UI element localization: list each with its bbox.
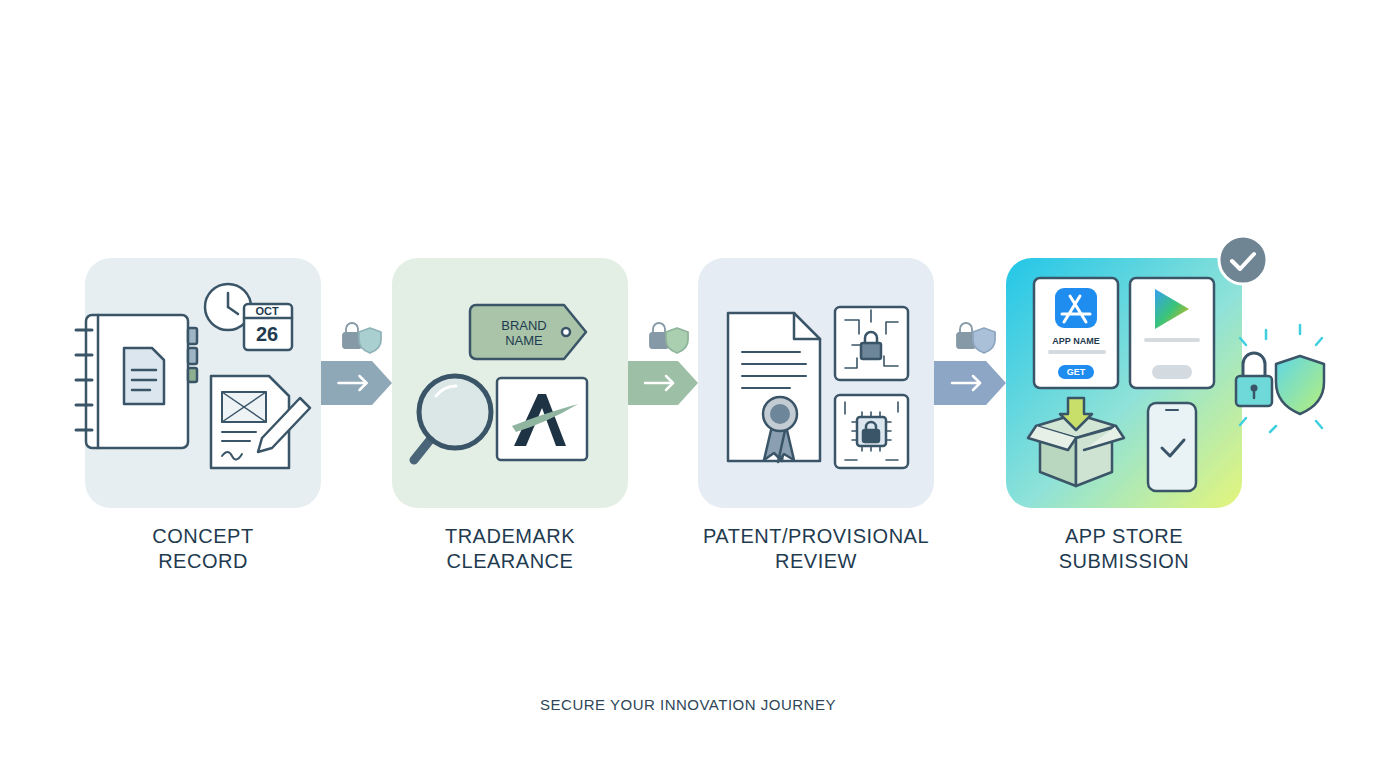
caption: SECURE YOUR INNOVATION JOURNEY: [0, 696, 1376, 713]
chevron-connector: [934, 361, 1006, 405]
chevron-connector: [321, 361, 392, 405]
icon-text: 26: [256, 323, 278, 345]
step-label: TRADEMARK CLEARANCE: [420, 524, 600, 574]
step-label: APP STORE SUBMISSION: [1034, 524, 1214, 574]
step-label: CONCEPT RECORD: [123, 524, 283, 574]
icon-text: OCT: [255, 305, 278, 318]
step-label: PATENT/PROVISIONAL REVIEW: [691, 524, 941, 574]
icon-text: GET: [1067, 367, 1086, 378]
icon-text: BRAND NAME: [489, 318, 559, 348]
icon-text: APP NAME: [1052, 336, 1099, 347]
chevron-connector: [628, 361, 698, 405]
